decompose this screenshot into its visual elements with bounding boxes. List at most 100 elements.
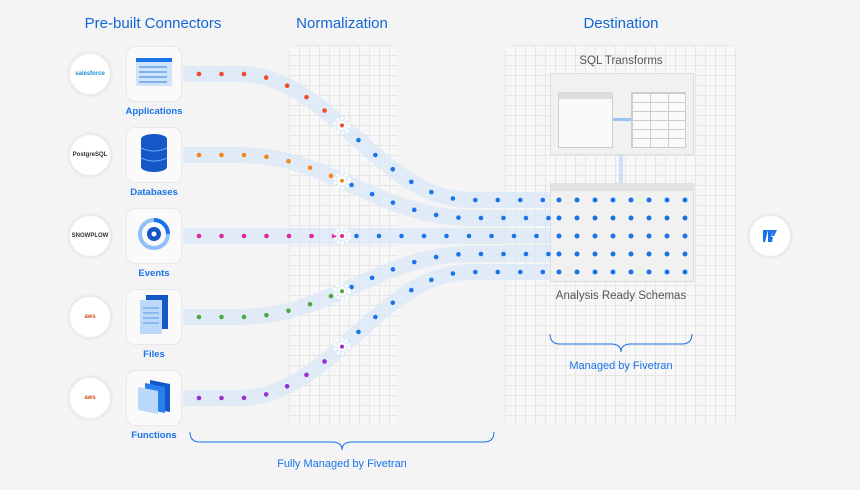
transform-arrow-icon: [613, 118, 631, 121]
schema-dot: [592, 215, 598, 221]
data-dot: [219, 395, 224, 401]
data-dot: [433, 212, 439, 218]
schema-dot: [646, 197, 652, 203]
files-icon: [138, 294, 170, 340]
managed-brace: [549, 333, 693, 353]
connector-card-databases[interactable]: [127, 128, 181, 182]
flow-band: [183, 246, 550, 325]
schema-dot: [664, 215, 670, 221]
schema-dot: [628, 215, 634, 221]
postgresql-logo-icon: PostgreSQL: [70, 135, 110, 175]
schema-dot: [646, 233, 652, 239]
data-dot: [286, 308, 291, 314]
data-dot: [196, 152, 202, 158]
sql-transforms-box: [550, 73, 694, 155]
data-dot: [409, 287, 414, 293]
events-icon: [136, 216, 172, 257]
data-dot: [433, 254, 439, 260]
data-dot: [304, 372, 309, 378]
data-dot: [546, 251, 551, 257]
schema-dot: [592, 233, 598, 239]
schema-dot: [682, 251, 688, 257]
applications-icon: [136, 57, 172, 91]
source-logo-text: aws: [84, 314, 96, 320]
data-dot: [356, 329, 361, 335]
data-dot: [264, 312, 269, 318]
data-dot: [307, 301, 313, 307]
data-dot: [196, 395, 202, 401]
data-dot: [456, 215, 461, 220]
data-dot: [219, 71, 224, 77]
data-dot: [429, 277, 434, 283]
data-dot: [349, 284, 354, 290]
gear-icon: [333, 227, 351, 245]
connector-label: Functions: [131, 430, 177, 441]
data-dot: [373, 152, 378, 158]
functions-icon: [136, 378, 172, 419]
connector-label: Events: [138, 268, 170, 279]
data-dot: [518, 197, 523, 203]
data-dot: [307, 165, 313, 171]
schema-dot: [574, 251, 580, 257]
data-dot: [511, 233, 517, 239]
data-dot: [421, 233, 427, 239]
schema-dot: [682, 197, 688, 203]
databases-icon: [140, 133, 168, 178]
data-dot: [322, 359, 327, 364]
data-dot: [518, 269, 523, 275]
sql-target-table-icon: [631, 92, 686, 148]
managed-note: Managed by Fivetran: [569, 360, 673, 372]
data-dot: [466, 233, 472, 239]
flow-band: [183, 264, 550, 406]
data-dot: [523, 251, 529, 257]
source-logo-text: PostgreSQL: [72, 152, 108, 158]
schema-dot: [610, 215, 616, 221]
data-dot: [495, 269, 501, 275]
schema-dot: [592, 251, 598, 257]
sql-transforms-label: SQL Transforms: [579, 55, 663, 67]
schema-dot: [556, 233, 562, 239]
aws-lambda-logo-icon: aws: [70, 378, 110, 418]
data-dot: [286, 158, 291, 164]
schema-grid: [550, 183, 694, 282]
data-dot: [286, 233, 292, 239]
data-dot: [349, 182, 354, 188]
schema-dot: [682, 215, 688, 221]
connector-label: Files: [143, 349, 165, 360]
connector-card-functions[interactable]: [127, 371, 181, 425]
schema-dot: [574, 197, 580, 203]
schema-dot: [556, 197, 562, 203]
connector-card-files[interactable]: [127, 290, 181, 344]
data-dot: [356, 137, 361, 143]
data-dot: [489, 233, 494, 239]
connector-card-applications[interactable]: [127, 47, 181, 101]
schema-dot: [610, 269, 616, 275]
data-dot: [411, 259, 417, 265]
schema-dot: [556, 269, 562, 275]
data-dot: [376, 233, 382, 239]
data-dot: [219, 314, 224, 320]
schema-dot: [646, 251, 652, 257]
gear-icon: [333, 338, 351, 356]
data-dot: [369, 191, 375, 197]
data-dot: [473, 197, 478, 203]
data-dot: [523, 215, 529, 221]
data-dot: [411, 207, 417, 213]
data-dot: [304, 94, 309, 100]
data-dot: [390, 166, 396, 172]
schema-dot: [574, 269, 580, 275]
header-connectors: Pre-built Connectors: [84, 15, 222, 32]
schema-dot: [664, 251, 670, 257]
schemas-label: Analysis Ready Schemas: [555, 290, 687, 302]
salesforce-logo-icon: salesforce: [70, 54, 110, 94]
schema-dot: [610, 197, 616, 203]
data-dot: [495, 197, 501, 203]
connector-line: [619, 155, 623, 183]
schema-dot: [574, 215, 580, 221]
data-dot: [241, 71, 247, 77]
data-dot: [399, 233, 404, 239]
gear-icon: [333, 116, 351, 134]
schema-dot: [682, 269, 688, 275]
connector-card-events[interactable]: [127, 209, 181, 263]
schema-dot: [610, 251, 616, 257]
